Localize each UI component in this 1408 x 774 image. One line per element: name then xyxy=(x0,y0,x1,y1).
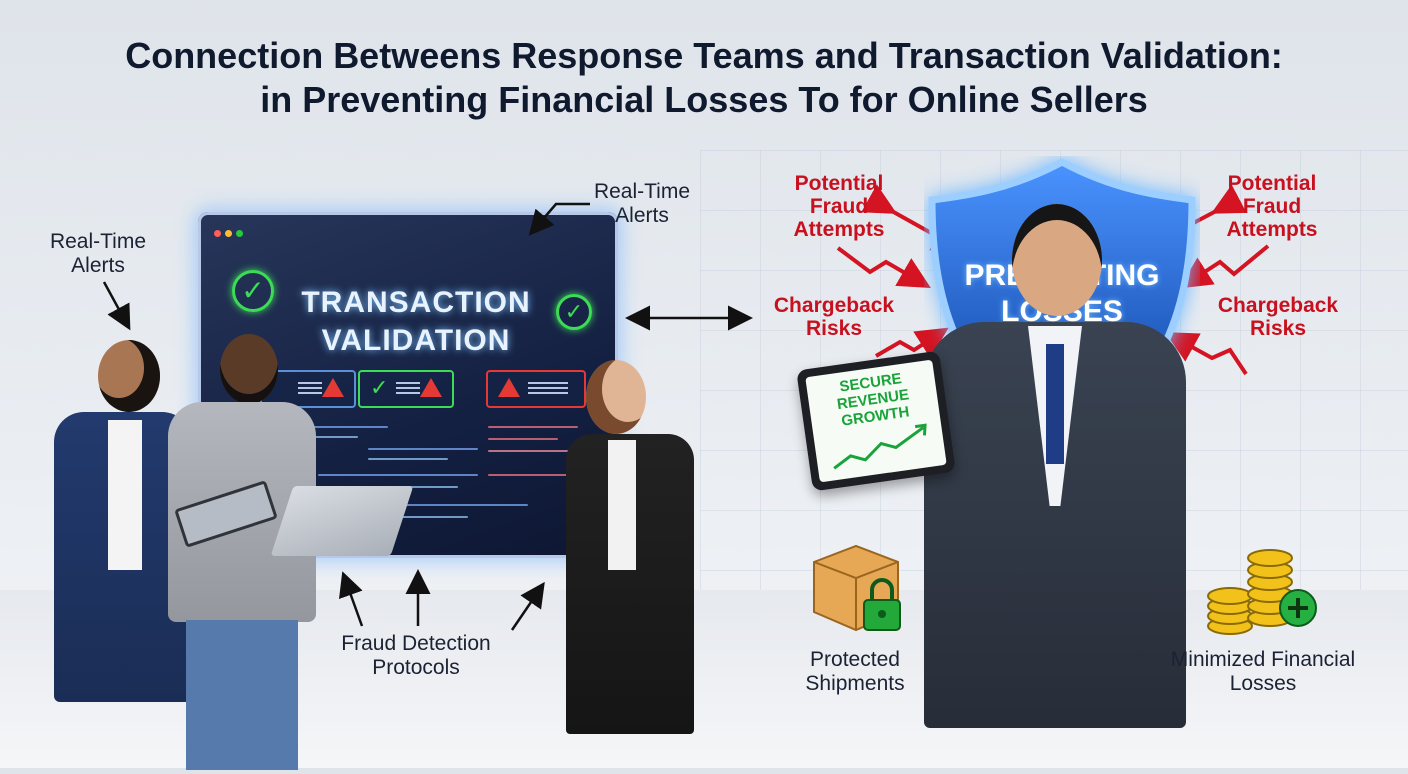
lightning-icon xyxy=(1179,244,1270,289)
check-icon: ✓ xyxy=(370,375,389,400)
chargeback-risks-label-right: Chargeback Risks xyxy=(1217,294,1339,340)
arrow-icon xyxy=(339,571,364,627)
lightning-icon xyxy=(874,327,949,359)
businessman xyxy=(924,204,1186,728)
team-member-3 xyxy=(556,360,696,770)
check-icon: ✓ xyxy=(556,294,592,330)
validation-card-alert xyxy=(486,370,586,408)
protected-shipments-label: Protected Shipments xyxy=(805,648,905,695)
page-title: Connection Betweens Response Teams and T… xyxy=(0,34,1408,122)
package-lock-icon xyxy=(813,544,901,632)
monitor-title: TRANSACTION VALIDATION xyxy=(301,286,531,357)
arrow-icon xyxy=(102,281,131,331)
warning-icon xyxy=(420,378,442,397)
coins-plus-icon xyxy=(1207,549,1317,635)
real-time-alerts-label-left: Real-Time Alerts xyxy=(49,230,147,277)
warning-icon xyxy=(498,378,520,397)
potential-fraud-label-right: Potential Fraud Attempts xyxy=(1226,172,1318,241)
potential-fraud-label-left: Potential Fraud Attempts xyxy=(793,172,885,241)
chargeback-risks-label-left: Chargeback Risks xyxy=(773,294,895,340)
lightning-icon xyxy=(1164,332,1248,376)
fraud-detection-protocols-label: Fraud Detection Protocols xyxy=(341,632,491,679)
check-icon: ✓ xyxy=(232,270,274,312)
validation-card-ok: ✓ xyxy=(358,370,454,408)
warning-icon xyxy=(322,378,344,397)
tablet-device: SECURE REVENUE GROWTH xyxy=(796,350,956,492)
real-time-alerts-label-top: Real-Time Alerts xyxy=(593,180,691,227)
laptop xyxy=(270,486,414,556)
window-dots xyxy=(214,224,247,242)
minimized-losses-label: Minimized Financial Losses xyxy=(1170,648,1356,695)
growth-chart-icon xyxy=(833,423,927,470)
arrow-icon xyxy=(528,202,590,236)
lightning-icon xyxy=(836,246,931,289)
title-line-2: in Preventing Financial Losses To for On… xyxy=(260,79,1148,120)
arrow-icon xyxy=(510,581,545,631)
title-line-1: Connection Betweens Response Teams and T… xyxy=(125,35,1283,76)
